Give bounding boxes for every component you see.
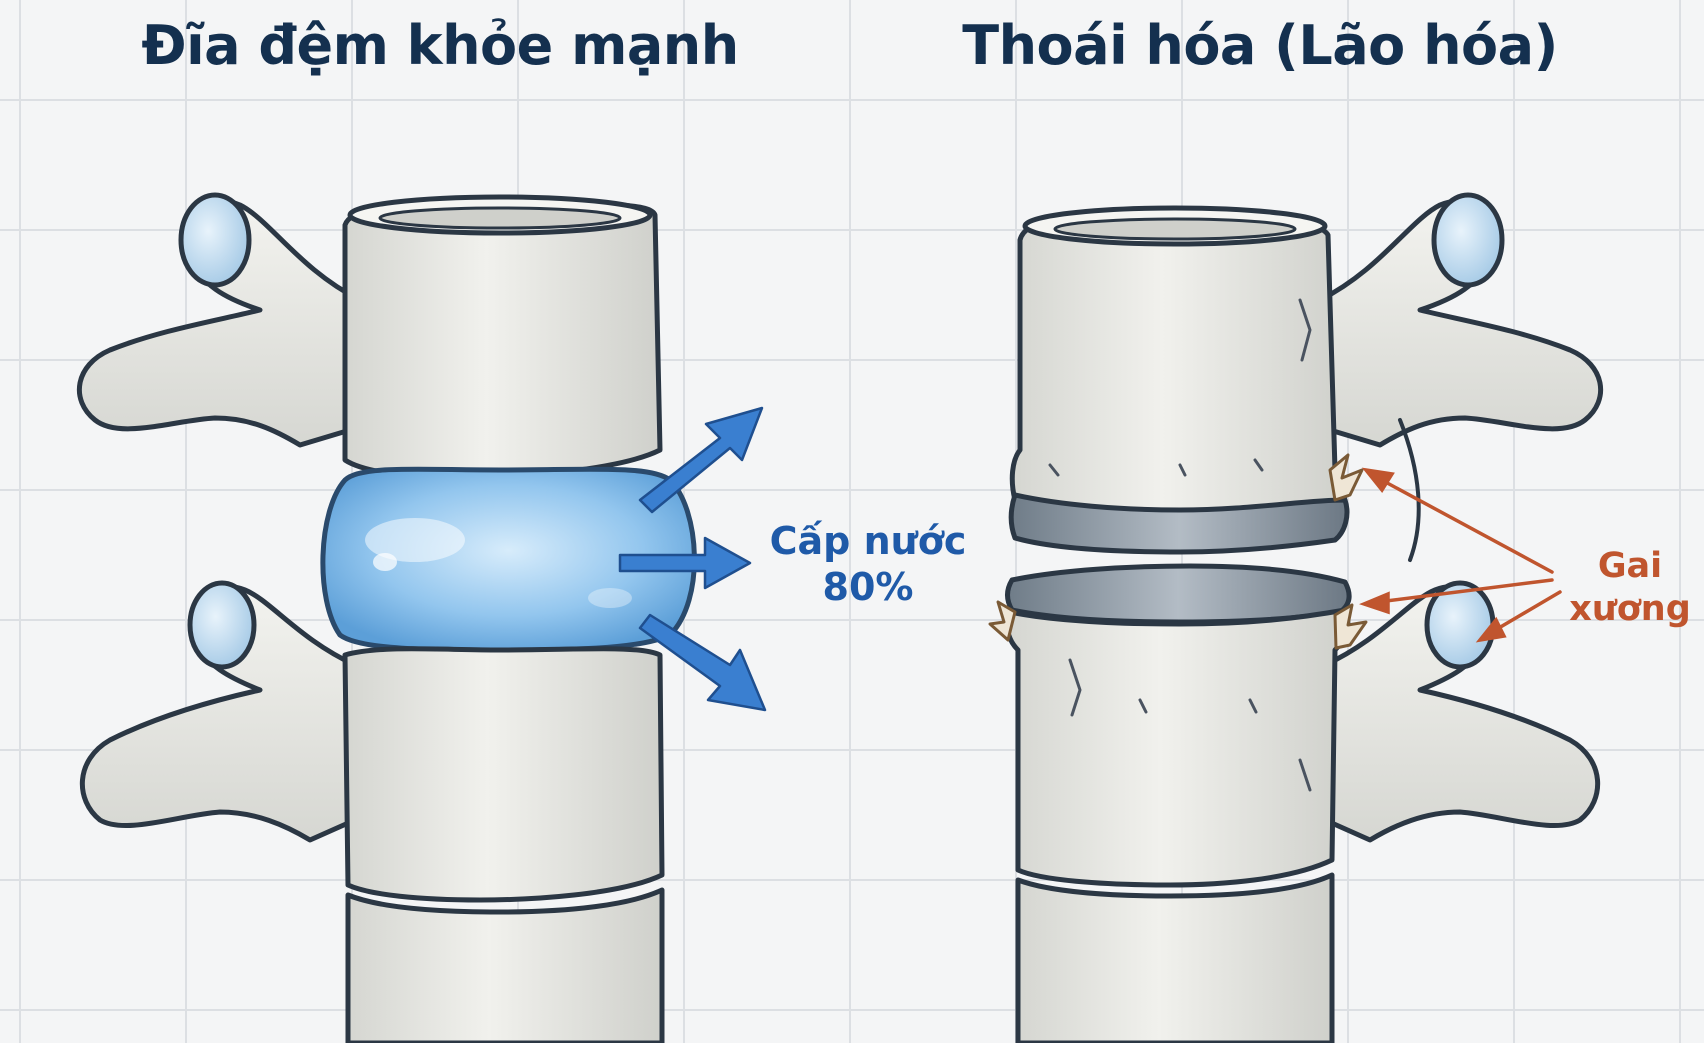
- healthy-disc-title: Đĩa đệm khỏe mạnh: [141, 14, 738, 77]
- degenerated-column-bottom: [1018, 875, 1332, 1043]
- healthy-upper-body: [345, 204, 660, 478]
- degenerated-disc-title: Thoái hóa (Lão hóa): [962, 14, 1558, 77]
- healthy-spine: [79, 195, 694, 1043]
- hydration-label-value: 80%: [770, 564, 967, 610]
- healthy-upper-facet: [181, 195, 249, 285]
- degenerated-disc-lower: [1008, 566, 1350, 622]
- degenerated-upper-body: [1012, 215, 1345, 514]
- healthy-column-bottom: [348, 890, 662, 1043]
- hydration-label-text: Cấp nước: [770, 518, 967, 564]
- bone-spur-label-line1: Gai: [1569, 545, 1691, 588]
- degenerated-spine: [990, 195, 1601, 1043]
- healthy-lower-facet: [190, 583, 254, 667]
- degenerated-upper-facet: [1434, 195, 1502, 285]
- degenerated-lower-body: [1007, 610, 1348, 885]
- healthy-lower-body: [345, 649, 662, 900]
- hydration-label: Cấp nước 80%: [770, 518, 967, 611]
- bone-spur-label: Gai xương: [1569, 545, 1691, 630]
- bone-spur-label-line2: xương: [1569, 588, 1691, 631]
